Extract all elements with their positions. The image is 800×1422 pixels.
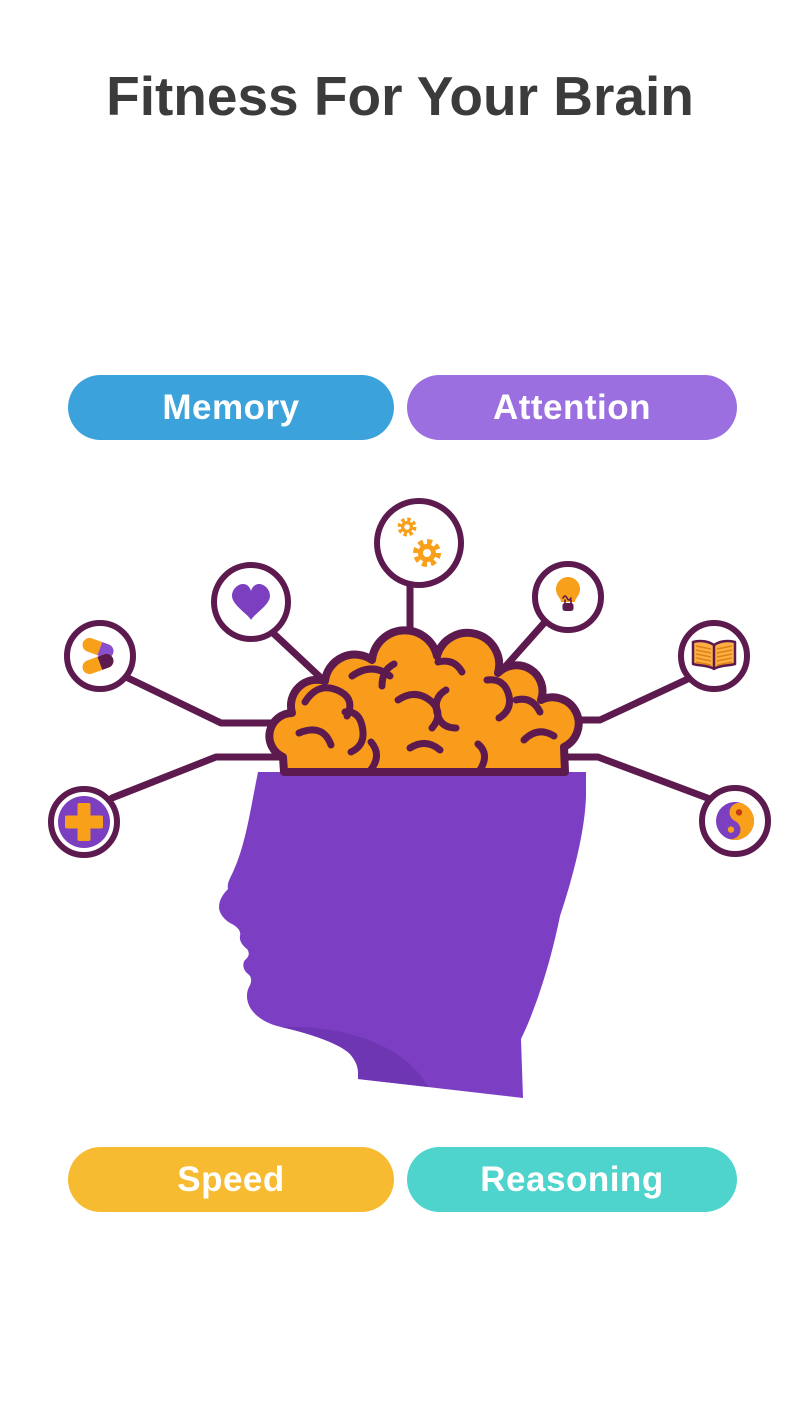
heart-badge: [211, 562, 291, 642]
reasoning-pill-button[interactable]: Reasoning: [407, 1147, 737, 1212]
memory-pill-button[interactable]: Memory: [68, 375, 394, 440]
reasoning-pill-label: Reasoning: [480, 1159, 664, 1199]
neck-shadow: [281, 1026, 428, 1087]
pills-icon: [82, 637, 114, 675]
connector-line-yinyang: [560, 753, 714, 803]
brain: [265, 626, 583, 776]
yin-yang-icon: [716, 802, 754, 840]
memory-pill-label: Memory: [162, 387, 300, 427]
book-badge: [678, 620, 750, 692]
plus-badge: [48, 786, 120, 858]
gears-icon: [397, 517, 441, 567]
connector-line-plus: [108, 753, 288, 802]
speed-pill-button[interactable]: Speed: [68, 1147, 394, 1212]
attention-pill-button[interactable]: Attention: [407, 375, 737, 440]
pills-badge: [64, 620, 136, 692]
attention-pill-label: Attention: [492, 387, 652, 427]
book-icon: [691, 639, 737, 671]
heart-icon: [232, 584, 270, 620]
yin-yang-badge: [699, 785, 771, 857]
lightbulb-icon: [556, 577, 580, 611]
gears-badge: [374, 498, 464, 588]
lightbulb-badge: [532, 561, 604, 633]
plus-icon: [58, 796, 110, 848]
speed-pill-label: Speed: [177, 1159, 285, 1199]
page-title: Fitness For Your Brain: [106, 65, 694, 127]
connector-line-pills: [124, 674, 296, 727]
head-silhouette: [219, 772, 586, 1098]
